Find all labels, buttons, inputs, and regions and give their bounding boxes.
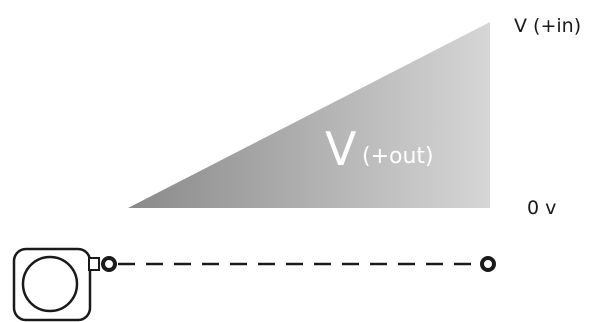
wiper-track-start-terminal <box>101 256 117 272</box>
wiper-track <box>101 256 496 272</box>
input-voltage-label: V (+in) <box>514 15 581 37</box>
potentiometer-knob-icon <box>12 247 100 322</box>
output-voltage-symbol: V <box>325 122 357 176</box>
voltage-wedge <box>128 22 490 208</box>
ground-voltage-label: 0 v <box>527 197 556 219</box>
output-voltage-suffix: (+out) <box>362 144 434 169</box>
wiper-track-end-terminal <box>480 256 496 272</box>
